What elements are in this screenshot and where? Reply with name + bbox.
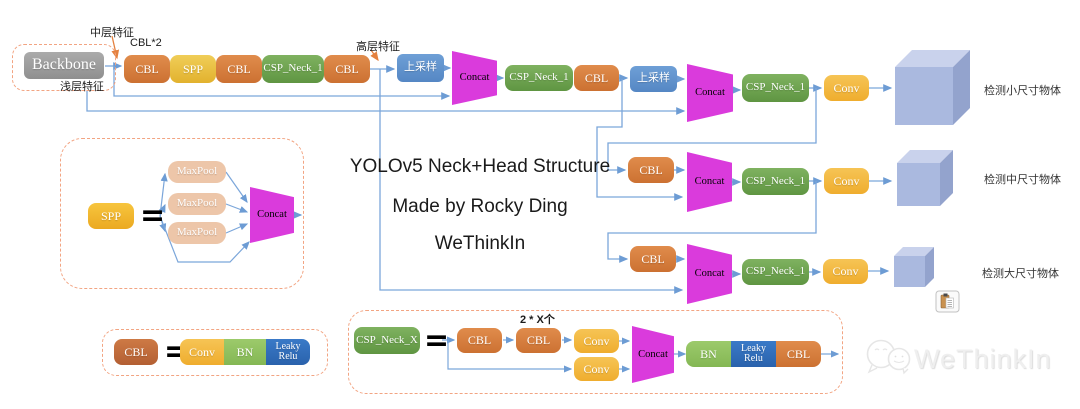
csp-neck-1-block: CSP_Neck_1 [742, 168, 809, 195]
cbl-legend-frame [102, 329, 328, 376]
mid-feature-label: 中层特征 [90, 27, 134, 39]
csp-neck-x-block: CSP_Neck_X [354, 327, 420, 354]
cbl-block: CBL [114, 339, 158, 365]
equals-sign: = [424, 322, 450, 359]
bn-block: BN [686, 341, 731, 367]
upsample-block: 上采样 [397, 54, 444, 82]
cbl-block: CBL [574, 65, 619, 91]
cbl-block: CBL [776, 341, 821, 367]
spp-block: SPP [88, 203, 134, 229]
conv-block: Conv [180, 339, 224, 365]
cube-small-objects [895, 50, 970, 125]
concat-funnel: Concat [250, 187, 294, 243]
conv-block: Conv [824, 75, 869, 101]
backbone-block: Backbone [24, 52, 104, 79]
leaky-relu-block: Leaky Relu [266, 339, 310, 365]
cbl-block: CBL [457, 328, 502, 353]
conv-block: Conv [823, 259, 868, 284]
maxpool-block: MaxPool [168, 193, 226, 215]
cube-large-objects [894, 247, 934, 287]
csp-neck-1-block: CSP_Neck_1 [505, 65, 573, 91]
detect-large-label: 检测大尺寸物体 [982, 268, 1059, 280]
bn-block: BN [224, 339, 266, 365]
csp-neck-1-block: CSP_Neck_1 [262, 55, 324, 83]
detect-medium-label: 检测中尺寸物体 [984, 174, 1061, 186]
wechat-bubbles-icon [866, 339, 911, 375]
concat-funnel: Concat [632, 326, 674, 383]
backbone-dashed-frame [12, 44, 116, 91]
cbl-block: CBL [630, 246, 676, 272]
cbl-block: CBL [628, 157, 674, 183]
diagram-author: Made by Rocky Ding [392, 196, 568, 217]
concat-funnel: Concat [687, 244, 732, 304]
concat-funnel: Concat [687, 152, 732, 212]
cbl-block: CBL [324, 55, 370, 83]
spp-legend-frame [60, 138, 304, 289]
maxpool-block: MaxPool [168, 161, 226, 183]
csp-neck-1-block: CSP_Neck_1 [742, 259, 809, 285]
feature-pointer-arrows [111, 35, 379, 62]
concat-funnel: Concat [687, 64, 733, 122]
conv-block: Conv [574, 329, 619, 353]
cube-medium-objects [897, 150, 953, 206]
upsample-block: 上采样 [630, 66, 677, 92]
cbl-block: CBL [216, 55, 262, 83]
high-feature-label: 高层特征 [356, 41, 400, 53]
spp-block: SPP [170, 55, 216, 83]
csp-neck-1-block: CSP_Neck_1 [742, 74, 809, 102]
leaky-relu-block: Leaky Relu [731, 341, 776, 367]
watermark-text: WeThinkIn [914, 344, 1052, 374]
cbl-x2-label: CBL*2 [130, 37, 162, 49]
equals-sign: = [140, 197, 166, 234]
clipboard-icon [935, 290, 960, 313]
x-count-label: 2 * X个 [520, 314, 555, 326]
main-wires [86, 62, 893, 294]
conv-block: Conv [824, 168, 869, 194]
cbl-block: CBL [124, 55, 170, 83]
concat-funnel: Concat [452, 51, 497, 105]
csp-legend-wires [442, 336, 840, 373]
maxpool-block: MaxPool [168, 222, 226, 244]
diagram-title: YOLOv5 Neck+Head Structure [349, 156, 611, 177]
shallow-feature-label: 浅层特征 [60, 81, 104, 93]
conv-block: Conv [574, 357, 619, 381]
diagram-brand: WeThinkIn [434, 233, 526, 254]
csp-legend-frame [348, 310, 843, 394]
cbl-block: CBL [516, 328, 561, 353]
detect-small-label: 检测小尺寸物体 [984, 85, 1061, 97]
